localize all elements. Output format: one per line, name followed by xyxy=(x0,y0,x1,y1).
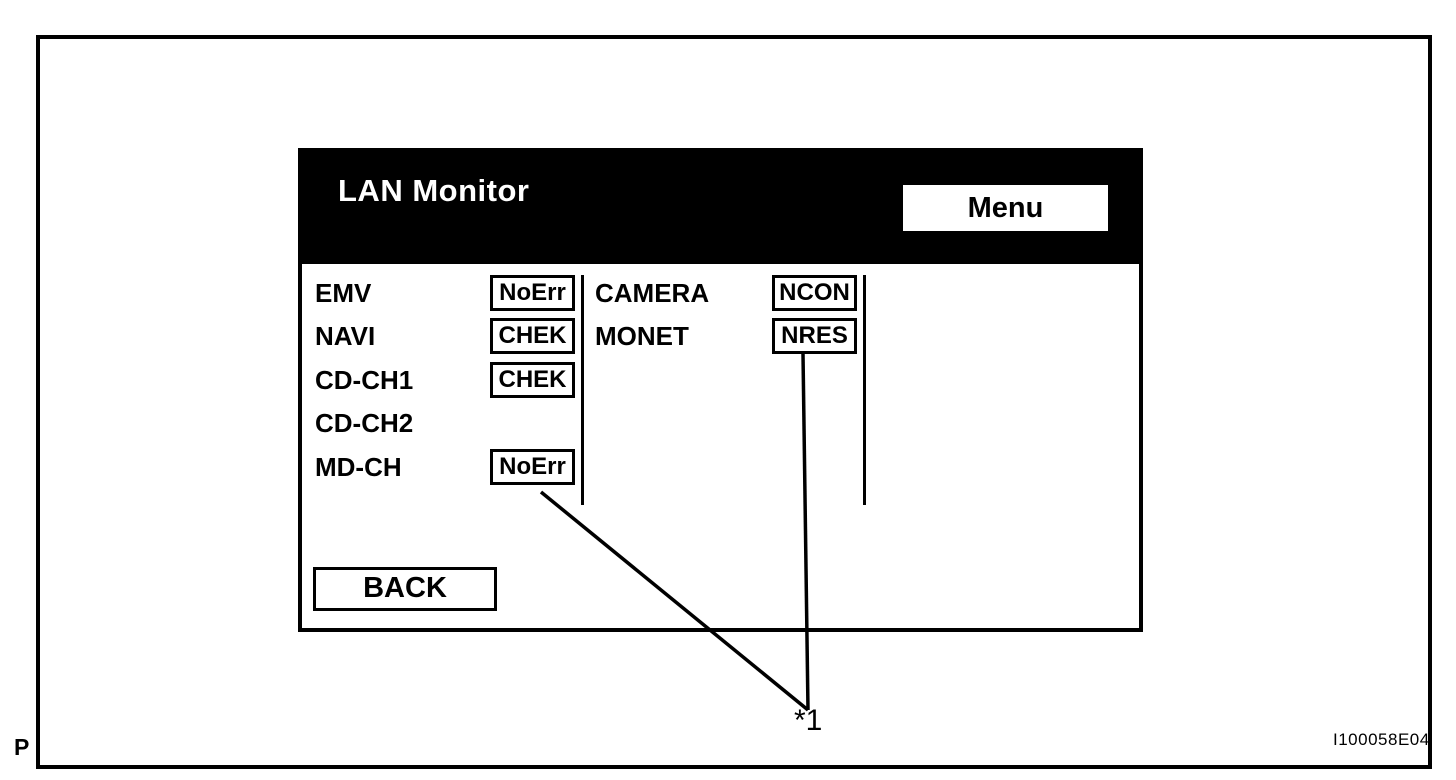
page-marker: P xyxy=(14,734,30,760)
device-label-md-ch: MD-CH xyxy=(315,452,402,482)
status-box-emv[interactable]: NoErr xyxy=(490,275,575,311)
back-button[interactable]: BACK xyxy=(313,567,497,611)
column-divider-1 xyxy=(581,275,584,505)
screen-header: LAN Monitor Menu xyxy=(302,152,1139,264)
status-box-camera[interactable]: NCON xyxy=(772,275,857,311)
footnote-marker: *1 xyxy=(794,704,823,737)
device-label-camera: CAMERA xyxy=(595,278,710,308)
device-label-cd-ch1: CD-CH1 xyxy=(315,365,414,395)
device-label-emv: EMV xyxy=(315,278,372,308)
status-box-monet[interactable]: NRES xyxy=(772,318,857,354)
device-label-navi: NAVI xyxy=(315,321,376,351)
menu-button[interactable]: Menu xyxy=(903,185,1108,231)
status-box-cd-ch1[interactable]: CHEK xyxy=(490,362,575,398)
status-box-md-ch[interactable]: NoErr xyxy=(490,449,575,485)
figure-code: I100058E04 xyxy=(1333,730,1430,749)
figure-border xyxy=(36,35,1432,769)
screen-body: EMV NAVI CD-CH1 CD-CH2 MD-CH NoErr CHEK … xyxy=(302,264,1139,628)
column-divider-2 xyxy=(863,275,866,505)
device-label-monet: MONET xyxy=(595,321,689,351)
screen-title: LAN Monitor xyxy=(338,173,530,208)
status-box-navi[interactable]: CHEK xyxy=(490,318,575,354)
device-label-cd-ch2: CD-CH2 xyxy=(315,408,414,438)
lan-monitor-screen: LAN Monitor Menu EMV NAVI CD-CH1 CD-CH2 … xyxy=(298,148,1143,632)
